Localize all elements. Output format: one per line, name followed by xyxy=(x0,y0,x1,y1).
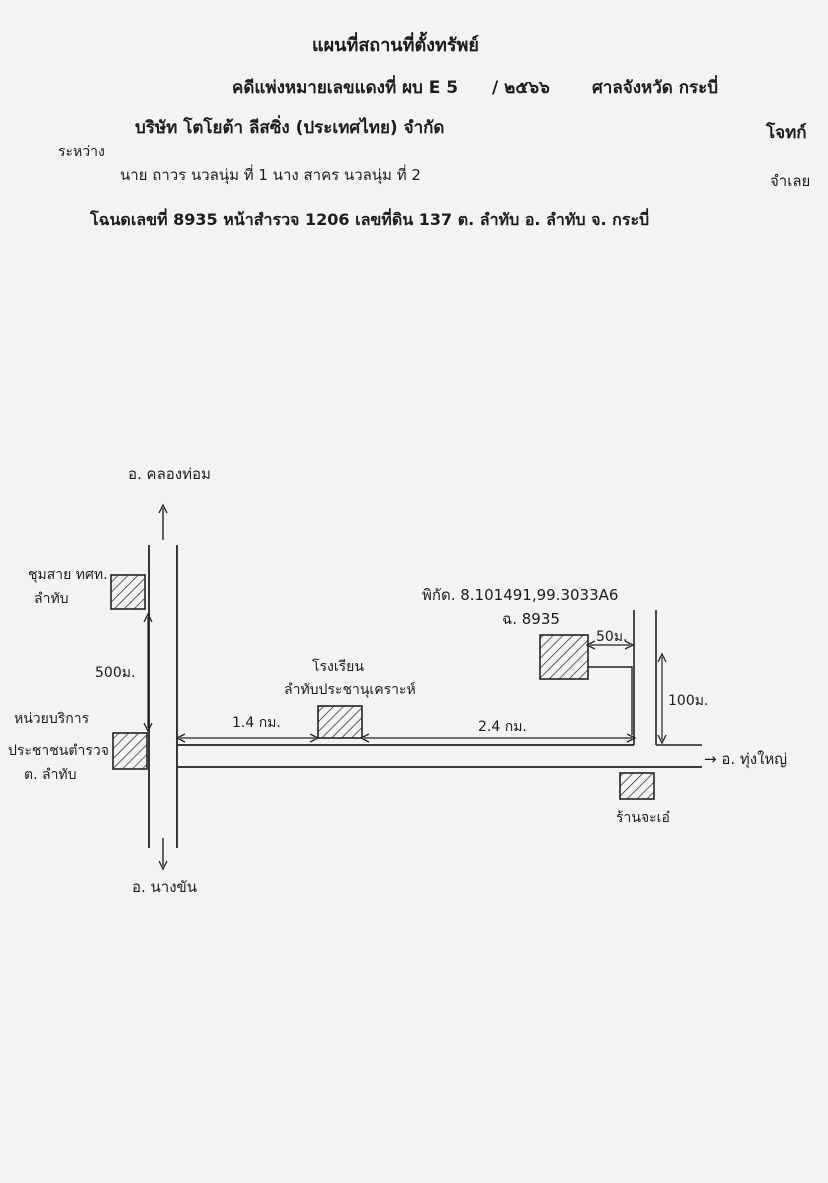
south-destination-label: อ. นางขัน xyxy=(132,878,198,896)
case-number: คดีแพ่งหมายเลขแดงที่ ผบ E 5 xyxy=(232,78,459,98)
distance-1-4km-label: 1.4 กม. xyxy=(232,715,281,731)
distance-500m-label: 500ม. xyxy=(95,665,136,681)
court-name: ศาลจังหวัด กระบี่ xyxy=(592,78,719,98)
deed-details: โฉนดเลขที่ 8935 หน้าสำรวจ 1206 เลขที่ดิน… xyxy=(90,210,650,229)
property-parcel xyxy=(539,634,589,680)
shop-building xyxy=(619,772,655,800)
police-station-label-line3: ต. ลำทับ xyxy=(24,767,77,783)
between-label: ระหว่าง xyxy=(58,144,105,160)
plaintiff-name: บริษัท โตโยต้า ลีสซิ่ง (ประเทศไทย) จำกัด xyxy=(135,118,445,138)
parcel-deed-label: ฉ. 8935 xyxy=(502,610,560,628)
north-destination-label: อ. คลองท่อม xyxy=(128,465,211,483)
case-year: / ๒๕๖๖ xyxy=(492,78,550,98)
school-building xyxy=(317,705,363,739)
shop-label: ร้านจะเอ๋ xyxy=(616,810,670,826)
defendant-role: จำเลย xyxy=(770,172,811,190)
coordinates-label: พิกัด. 8.101491,99.3033A6 xyxy=(422,586,619,604)
telephone-office-label-line2: ลำทับ xyxy=(34,591,69,607)
police-station-label-line2: ประชาชนตำรวจ xyxy=(8,743,109,759)
police-station-building xyxy=(112,732,148,770)
page-title: แผนที่สถานที่ตั้งทรัพย์ xyxy=(312,35,479,56)
police-station-label-line1: หน่วยบริการ xyxy=(14,711,90,727)
defendant-names: นาย ถาวร นวลนุ่ม ที่ 1 นาง สาคร นวลนุ่ม … xyxy=(120,166,421,184)
parcel-access-path xyxy=(588,666,633,735)
distance-50m-label: 50ม. xyxy=(596,629,628,645)
telephone-office-label-line1: ชุมสาย ทศท. xyxy=(28,567,108,583)
distance-100m-label: 100ม. xyxy=(668,693,709,709)
school-label-line2: ลำทับประชานุเคราะห์ xyxy=(284,682,416,698)
school-label-line1: โรงเรียน xyxy=(312,659,364,675)
east-destination-label: → อ. ทุ่งใหญ่ xyxy=(704,750,788,768)
telephone-office-building xyxy=(110,574,146,610)
plaintiff-role: โจทก์ xyxy=(766,123,807,143)
distance-2-4km-label: 2.4 กม. xyxy=(478,719,527,735)
